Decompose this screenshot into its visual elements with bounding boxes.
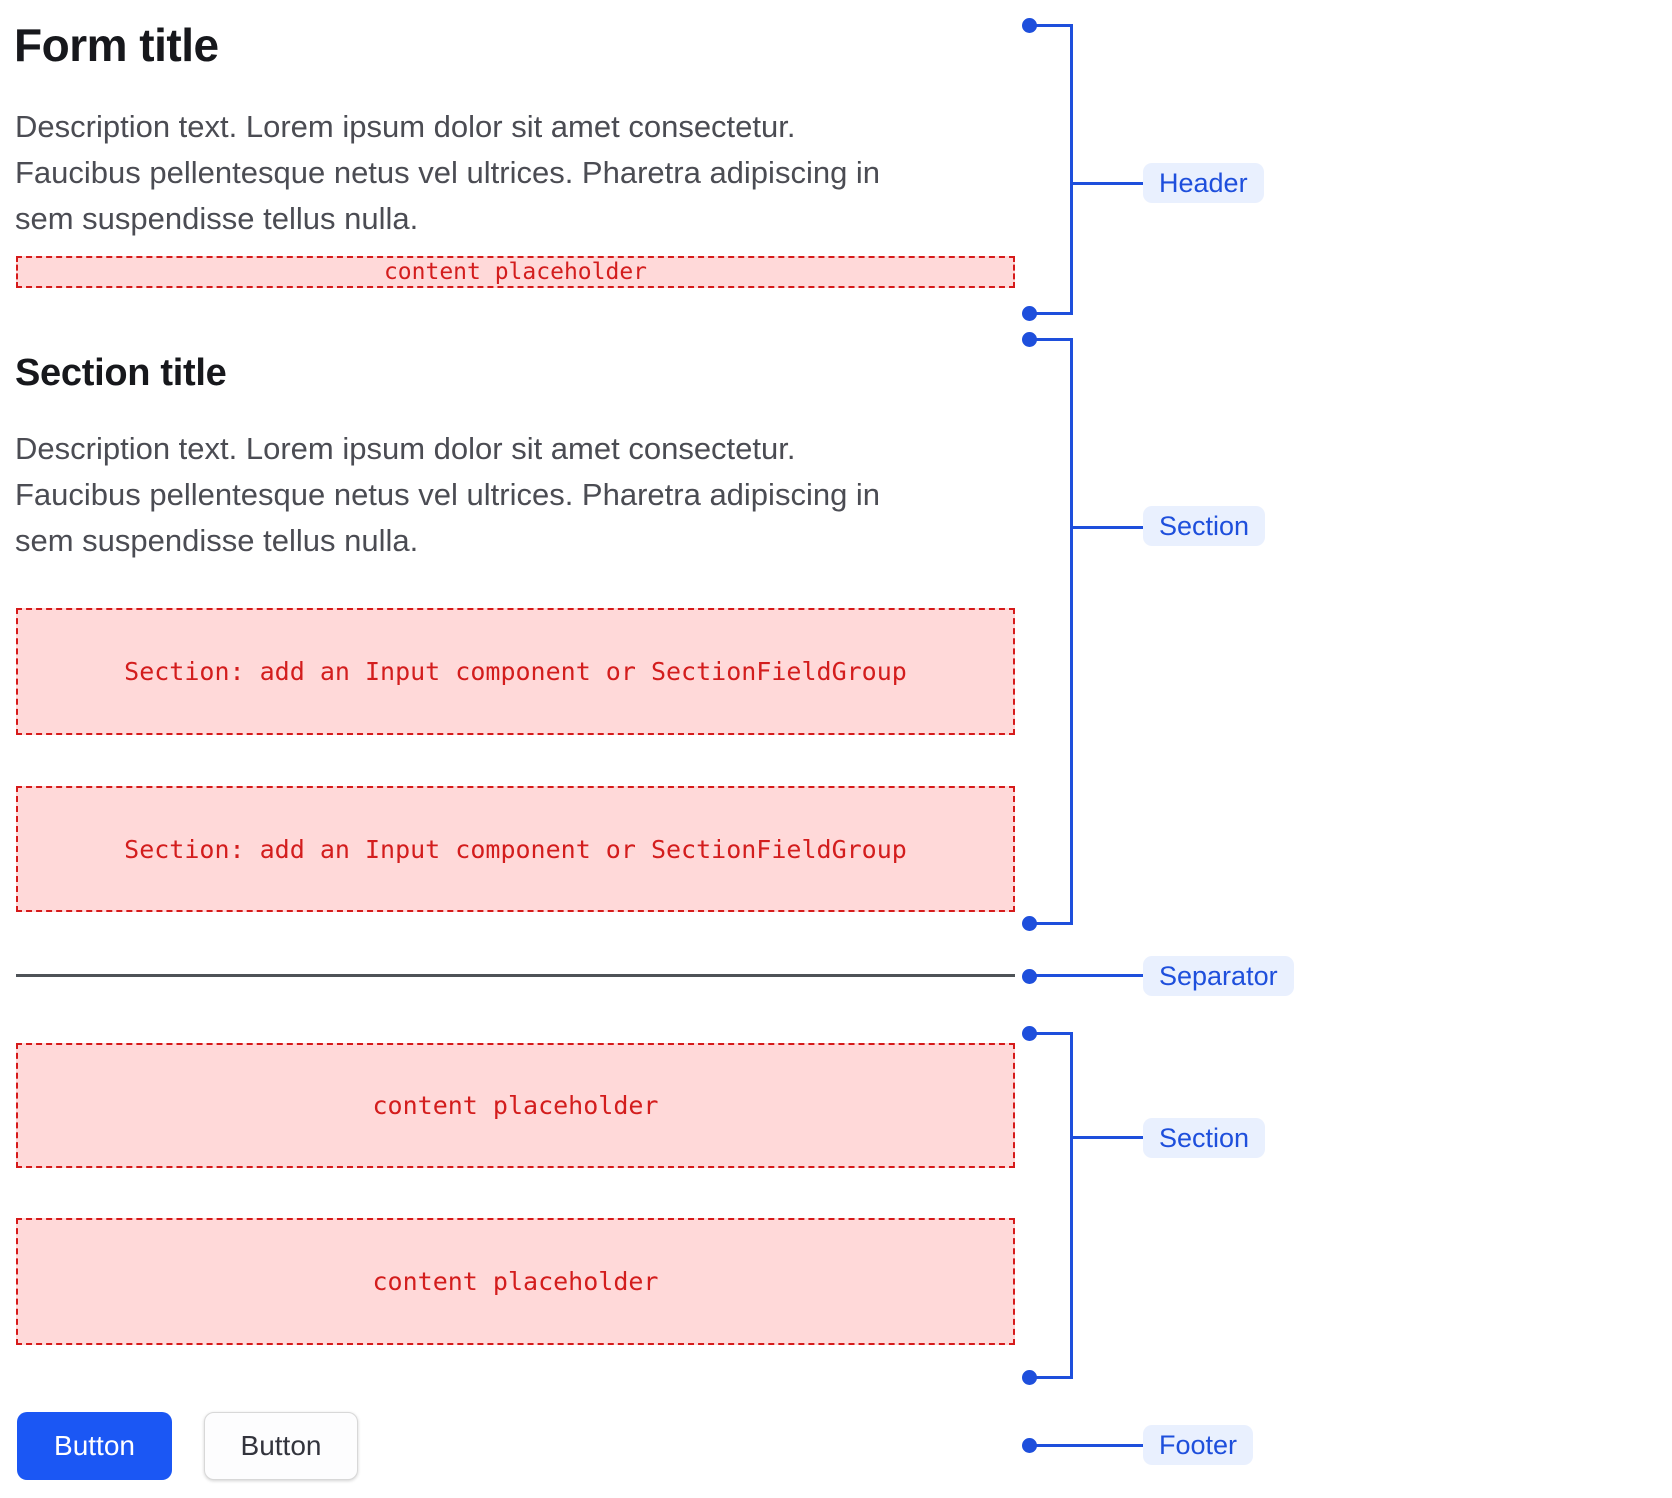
header-bracket-bottom-stub (1029, 312, 1073, 315)
section2-label-connector (1073, 1136, 1143, 1139)
secondary-button[interactable]: Button (204, 1412, 358, 1480)
section1-bracket-top-stub (1029, 338, 1073, 341)
form-title: Form title (14, 19, 219, 71)
header-bracket-bottom-dot (1022, 306, 1037, 321)
content-placeholder-label: content placeholder (372, 1267, 659, 1296)
section-input-slot-placeholder: Section: add an Input component or Secti… (16, 608, 1015, 735)
primary-button[interactable]: Button (17, 1412, 172, 1480)
section1-label-connector (1073, 526, 1143, 529)
section1-bracket-bottom-stub (1029, 922, 1073, 925)
header-bracket-top-stub (1029, 24, 1073, 27)
section2-bracket-bottom-stub (1029, 1376, 1073, 1379)
section1-annotation-label: Section (1143, 506, 1266, 546)
header-bracket-line (1070, 24, 1073, 315)
footer-label-connector (1029, 1444, 1143, 1447)
section1-bracket-line (1070, 338, 1073, 925)
section2-bracket-top-stub (1029, 1032, 1073, 1035)
section-input-slot-placeholder: Section: add an Input component or Secti… (16, 786, 1015, 912)
section2-bracket-line (1070, 1032, 1073, 1379)
header-annotation-label: Header (1143, 163, 1264, 203)
header-content-placeholder: content placeholder (16, 256, 1015, 288)
content-placeholder-label: content placeholder (372, 1091, 659, 1120)
section1-bracket-bottom-dot (1022, 916, 1037, 931)
form-description: Description text. Lorem ipsum dolor sit … (15, 109, 881, 236)
separator-annotation-label: Separator (1143, 956, 1294, 996)
section2-bracket-bottom-dot (1022, 1370, 1037, 1385)
header-label-connector (1073, 182, 1143, 185)
content-placeholder: content placeholder (16, 1218, 1015, 1345)
content-placeholder: content placeholder (16, 1043, 1015, 1168)
section-description: Description text. Lorem ipsum dolor sit … (15, 431, 881, 558)
section-input-slot-label: Section: add an Input component or Secti… (124, 657, 907, 686)
section-title: Section title (15, 352, 227, 394)
separator-line (16, 974, 1015, 977)
section-input-slot-label: Section: add an Input component or Secti… (124, 834, 907, 864)
section2-annotation-label: Section (1143, 1118, 1266, 1158)
separator-label-connector (1029, 974, 1143, 977)
footer-annotation-label: Footer (1143, 1425, 1254, 1465)
header-content-placeholder-label: content placeholder (383, 259, 648, 285)
